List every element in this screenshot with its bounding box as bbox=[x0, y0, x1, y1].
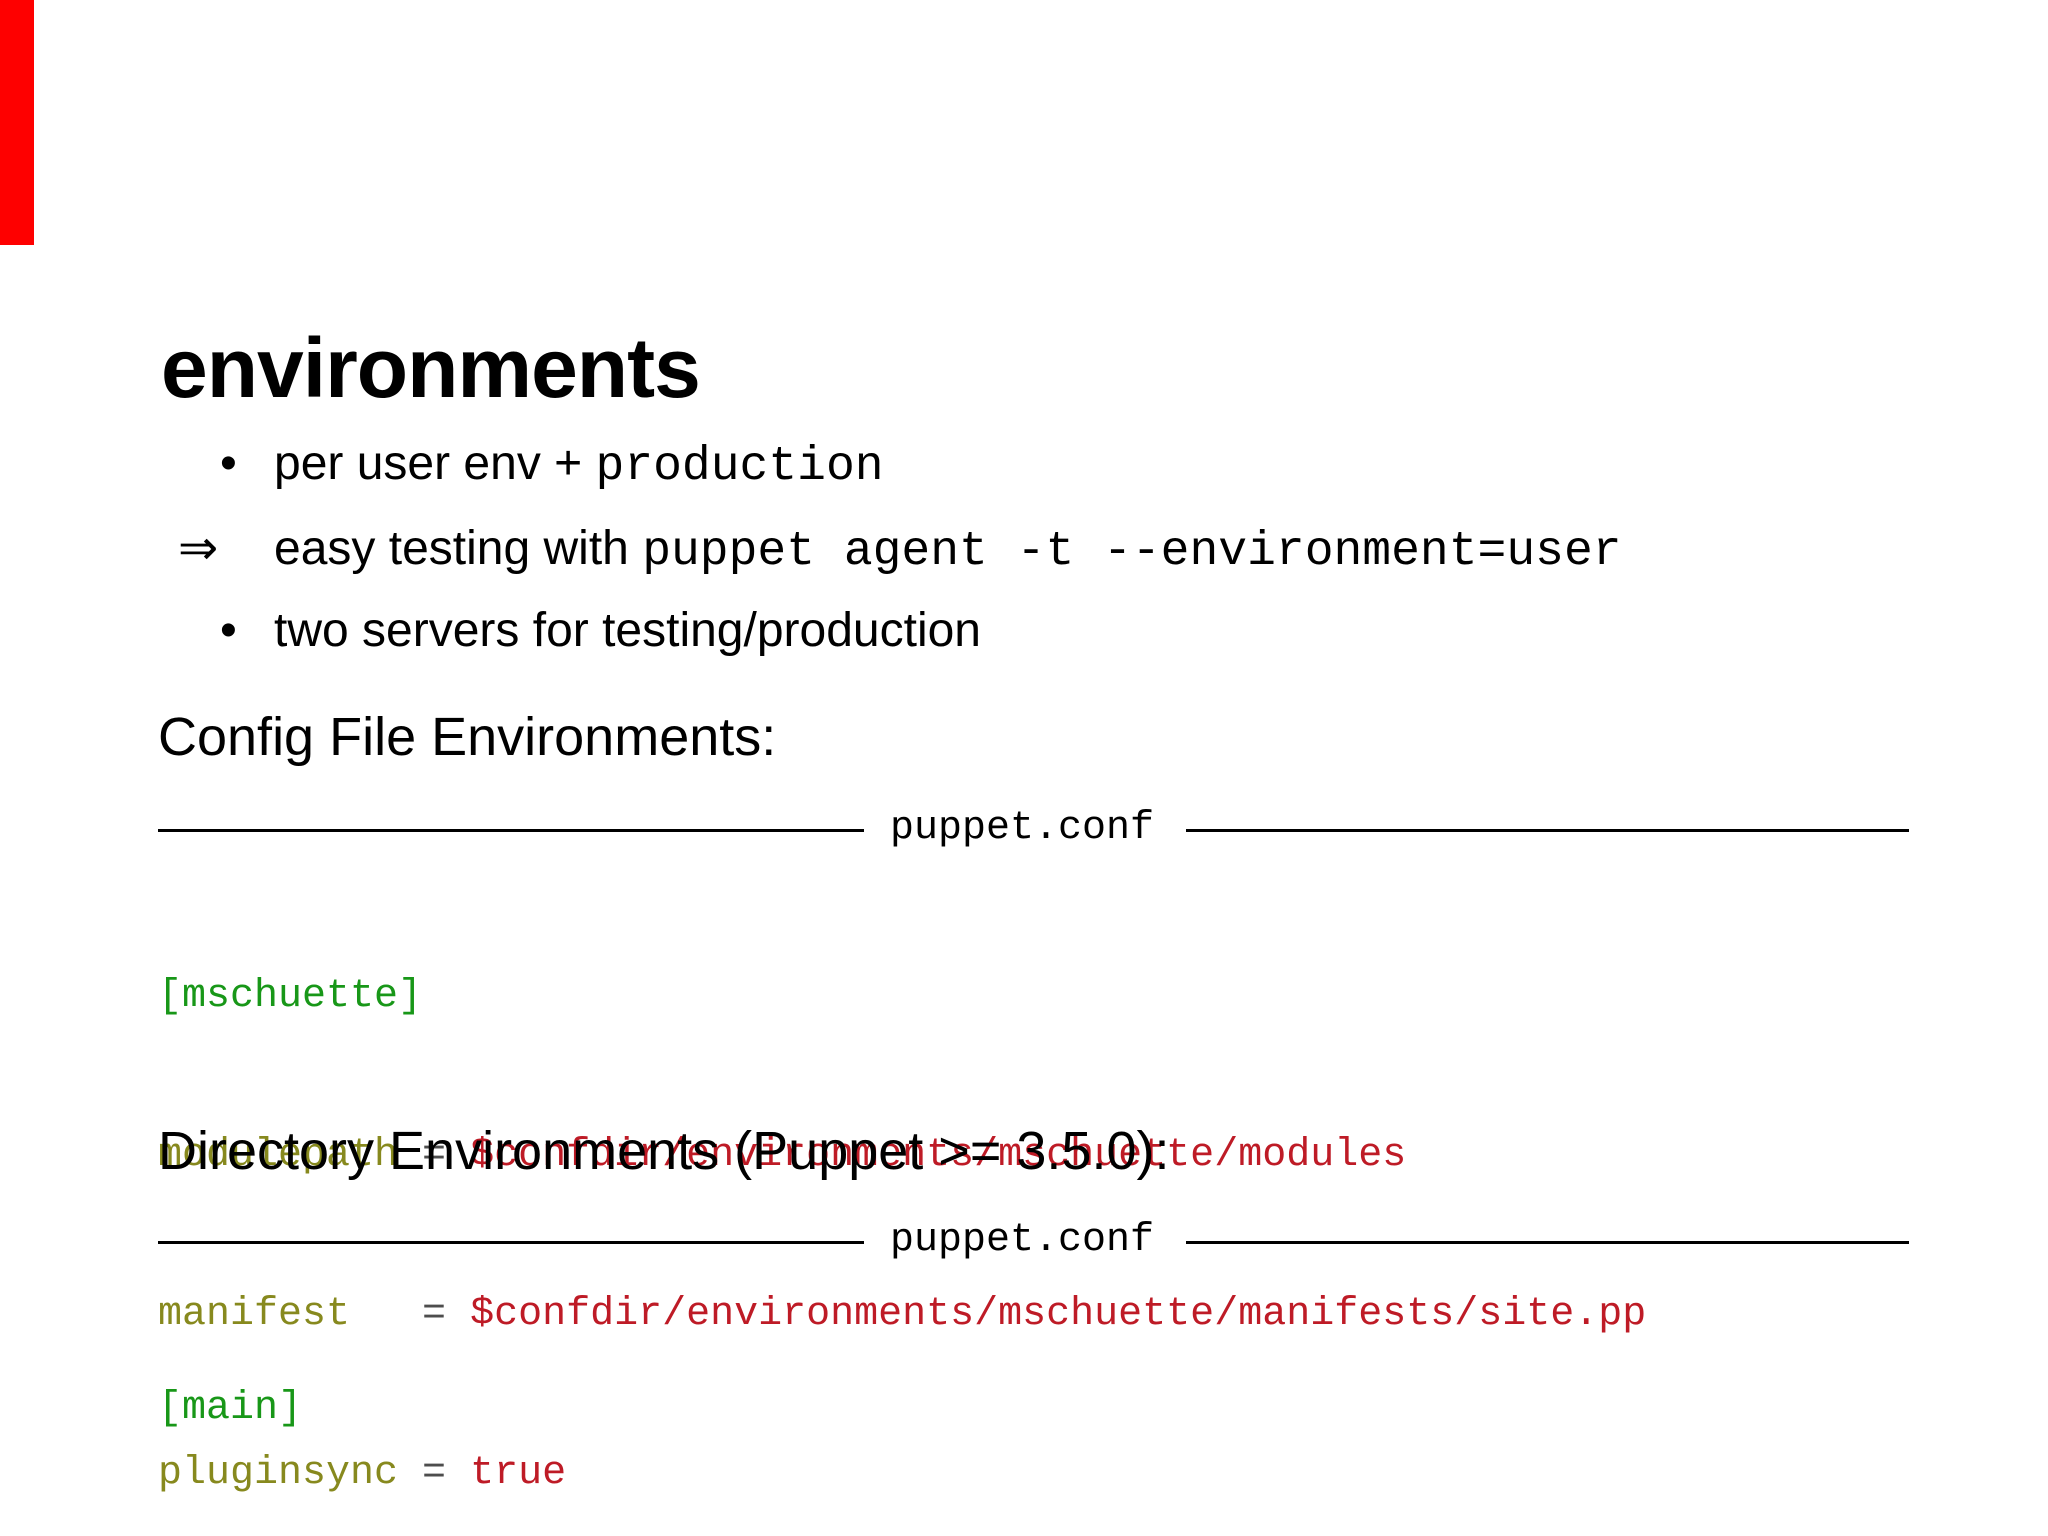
code-line: [mschuette] bbox=[158, 970, 1646, 1023]
ini-key: modulepath bbox=[158, 1133, 423, 1178]
ini-value: $confdir/environments/mschuette/manifest… bbox=[446, 1292, 1647, 1337]
ini-equals: = bbox=[422, 1292, 447, 1337]
section-heading-config-file: Config File Environments: bbox=[158, 707, 777, 767]
bullet-text-sans: two servers for testing/production bbox=[274, 604, 981, 657]
ini-key: manifest bbox=[158, 1292, 423, 1337]
ini-section-header: [mschuette] bbox=[158, 974, 423, 1019]
bullet-icon: • bbox=[220, 604, 237, 657]
bullet-icon: • bbox=[220, 437, 237, 490]
page-title: environments bbox=[161, 321, 701, 416]
implies-arrow-icon: ⇒ bbox=[178, 522, 219, 575]
ini-value: true bbox=[446, 1451, 567, 1496]
code-block-config-file: [mschuette] modulepath = $confdir/enviro… bbox=[158, 864, 1646, 1536]
code-block-directory: [main] environmentpath = $confdir/enviro… bbox=[158, 1276, 1094, 1536]
rule-label-puppet-conf: puppet.conf bbox=[890, 1218, 1155, 1263]
bullet-item-easy-testing: easy testing with puppet agent -t --envi… bbox=[274, 522, 1622, 579]
bullet-text-mono: puppet agent -t --environment=user bbox=[642, 525, 1622, 579]
code-line: manifest = $confdir/environments/mschuet… bbox=[158, 1288, 1646, 1341]
rule-label-puppet-conf: puppet.conf bbox=[890, 806, 1155, 851]
bullet-text-sans: per user env + bbox=[274, 437, 596, 490]
bullet-text-sans: easy testing with bbox=[274, 522, 643, 575]
ini-equals: = bbox=[422, 1451, 447, 1496]
bullet-item-two-servers: two servers for testing/production bbox=[274, 605, 981, 660]
code-line: pluginsync = true bbox=[158, 1447, 1646, 1500]
rule-left-segment bbox=[158, 1241, 864, 1244]
ini-equals: = bbox=[422, 1133, 447, 1178]
accent-bar bbox=[0, 0, 34, 245]
ini-section-header: [main] bbox=[158, 1386, 303, 1431]
code-line: [main] bbox=[158, 1382, 1094, 1435]
section-heading-directory: Directory Environments (Puppet >= 3.5.0)… bbox=[158, 1121, 1170, 1181]
ini-value: $confdir/environments/mschuette/modules bbox=[446, 1133, 1407, 1178]
rule-right-segment bbox=[1186, 829, 1909, 832]
rule-left-segment bbox=[158, 829, 864, 832]
bullet-text-mono: production bbox=[595, 440, 884, 494]
bullet-item-per-user-env: per user env + production bbox=[274, 437, 884, 494]
rule-right-segment bbox=[1186, 1241, 1909, 1244]
code-line: modulepath = $confdir/environments/mschu… bbox=[158, 1129, 1646, 1182]
ini-key: pluginsync bbox=[158, 1451, 423, 1496]
